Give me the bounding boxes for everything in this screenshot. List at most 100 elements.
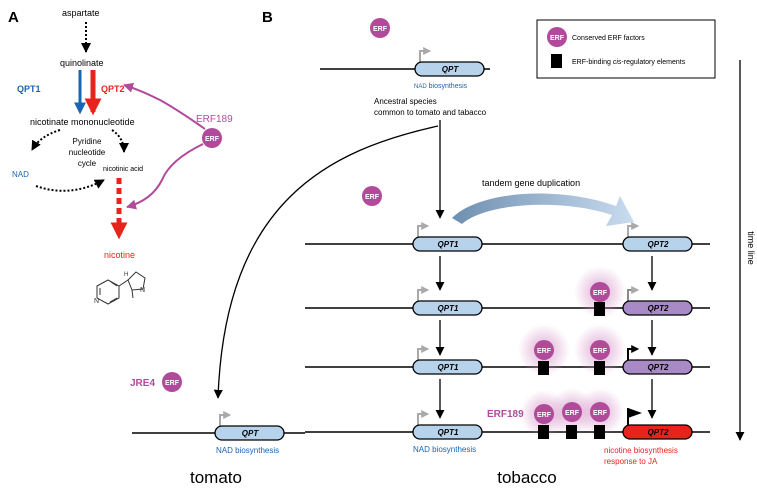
row2-qpt2-gene xyxy=(622,300,693,316)
row3-erf-element-1 xyxy=(538,361,549,375)
row1-qpt2-promoter xyxy=(627,222,640,237)
erf189-tobacco-label: ERF189 xyxy=(487,409,524,420)
tomato-qpt-label: QPT xyxy=(242,429,260,438)
panel-b-label: B xyxy=(262,9,273,26)
erf189-pathway-circle xyxy=(202,128,222,148)
nicotine-label: nicotine xyxy=(104,250,135,260)
row3-qpt1-gene xyxy=(412,359,483,375)
ancestral-qpt-label: QPT xyxy=(442,65,460,74)
cycle-arrow-bottom xyxy=(35,179,105,192)
nad-label: NAD xyxy=(12,170,29,179)
jre4-erf-text: ERF xyxy=(165,380,180,387)
row4-erf-element-3 xyxy=(594,425,605,439)
nicotinate-mononucleotide-label: nicotinate mononucleotide xyxy=(30,117,135,127)
tomato-label: tomato xyxy=(190,468,242,487)
time-line-label: time line xyxy=(746,231,756,265)
row1-qpt2-label: QPT2 xyxy=(648,240,669,249)
row3-qpt1-label: QPT1 xyxy=(438,363,459,372)
nicotine-structure-n2: N xyxy=(140,287,145,294)
row4-erf-circle-2 xyxy=(562,402,582,422)
cycle-label-line3: cycle xyxy=(78,159,97,168)
row3-qpt2-promoter xyxy=(627,345,640,360)
cycle-arrow-left-top xyxy=(31,129,61,151)
row4-erf-text-1: ERF xyxy=(537,412,552,419)
nicotine-biosynthesis-label-line1: nicotine biosynthesis xyxy=(604,446,678,455)
legend-elements-label: ERF-binding cis-regulatory elements xyxy=(572,59,686,66)
row4-erf-text-3: ERF xyxy=(593,410,608,417)
nicotine-structure-h: H xyxy=(124,272,128,278)
tomato-qpt-gene xyxy=(214,425,285,441)
tomato-nad-biosynthesis-label: NAD biosynthesis xyxy=(216,446,279,455)
row1-qpt1-promoter xyxy=(417,222,430,237)
cycle-label-line1: Pyridine xyxy=(73,137,102,146)
row4-erf-circle-1 xyxy=(534,404,554,424)
nicotine-structure-icon xyxy=(96,271,146,305)
ancestral-label-line2: common to tomato and tabacco xyxy=(374,108,487,117)
row4-erf-circle-3 xyxy=(590,402,610,422)
legend-erf-icon-text: ERF xyxy=(550,35,565,42)
nicotinic-acid-label: nicotinic acid xyxy=(103,166,143,173)
row4-qpt1-label: QPT1 xyxy=(438,428,459,437)
row4-qpt2-label: QPT2 xyxy=(648,428,669,437)
erf189-to-nicotine-arrow xyxy=(126,143,204,210)
ancestral-label-line1: Ancestral species xyxy=(374,97,437,106)
row3-erf-circle-1 xyxy=(534,340,554,360)
row3-qpt2-gene xyxy=(622,359,693,375)
row3-erf-circle-2 xyxy=(590,340,610,360)
row4-nad-biosynthesis-label: NAD biosynthesis xyxy=(413,445,476,454)
tobacco-label: tobacco xyxy=(497,468,557,487)
ancestral-promoter-arrow xyxy=(419,47,432,62)
row4-qpt1-gene xyxy=(412,424,483,440)
row2-qpt2-label: QPT2 xyxy=(648,304,669,313)
row3-qpt2-label: QPT2 xyxy=(648,363,669,372)
row2-erf-element xyxy=(594,302,605,316)
row2-qpt1-label: QPT1 xyxy=(438,304,459,313)
row1-qpt2-gene xyxy=(622,236,693,252)
row2-qpt1-gene xyxy=(412,300,483,316)
ancestral-qpt-gene xyxy=(414,61,485,77)
jre4-erf-circle xyxy=(162,372,182,392)
panel-a-label: A xyxy=(8,9,19,26)
row4-qpt2-flag-icon xyxy=(628,408,642,418)
row4-erf-text-2: ERF xyxy=(565,410,580,417)
legend-erf-icon xyxy=(547,27,567,47)
legend-element-icon xyxy=(551,54,562,68)
erf-floating-circle-top xyxy=(370,18,390,38)
erf189-to-qpt2-arrow xyxy=(123,82,206,130)
row2-erf-circle xyxy=(590,282,610,302)
row2-erf-text: ERF xyxy=(593,290,608,297)
nicotine-structure-n1: N xyxy=(94,298,99,305)
qpt1-enzyme-label: QPT1 xyxy=(17,84,41,94)
tandem-duplication-arrow xyxy=(452,193,634,226)
erf189-pathway-circle-text: ERF xyxy=(205,136,220,143)
erf-floating-text-top: ERF xyxy=(373,26,388,33)
cycle-label-line2: nucleotide xyxy=(69,148,106,157)
legend-conserved-label: Conserved ERF factors xyxy=(572,35,645,42)
erf-floating-circle-mid xyxy=(362,186,382,206)
aspartate-label: aspartate xyxy=(62,8,100,18)
row3-qpt1-promoter xyxy=(417,345,430,360)
ancestral-to-tomato-arrow xyxy=(213,125,439,399)
row1-qpt1-gene xyxy=(412,236,483,252)
quinolinate-label: quinolinate xyxy=(60,58,104,68)
nicotine-biosynthesis-label-line2: response to JA xyxy=(604,457,658,466)
erf189-pathway-label: ERF189 xyxy=(196,114,233,125)
qpt2-enzyme-label: QPT2 xyxy=(101,84,125,94)
cycle-arrow-right-top xyxy=(111,129,129,153)
ancestral-nad-label: NAD biosynthesis xyxy=(414,83,468,90)
legend-box xyxy=(536,19,716,79)
row3-erf-text-1: ERF xyxy=(537,348,552,355)
row2-qpt2-promoter xyxy=(627,286,640,301)
row4-qpt1-promoter xyxy=(417,410,430,425)
row1-qpt1-label: QPT1 xyxy=(438,240,459,249)
jre4-label: JRE4 xyxy=(130,378,155,389)
row3-erf-text-2: ERF xyxy=(593,348,608,355)
row4-qpt2-gene xyxy=(622,424,693,440)
tomato-qpt-promoter xyxy=(219,411,232,426)
row3-erf-element-2 xyxy=(594,361,605,375)
row4-erf-element-2 xyxy=(566,425,577,439)
row2-qpt1-promoter xyxy=(417,286,430,301)
row4-erf-element-1 xyxy=(538,425,549,439)
tandem-duplication-label: tandem gene duplication xyxy=(482,178,580,188)
